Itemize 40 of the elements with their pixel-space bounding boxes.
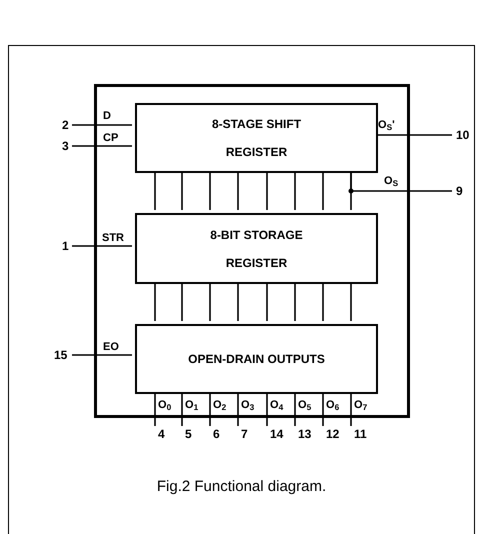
figure-caption: Fig.2 Functional diagram. [156,477,328,497]
signal-line [72,354,132,356]
pin-name: O$_{0}$ [158,398,172,412]
pin-number-text: 15 [53,347,68,363]
block-label: OPEN-DRAIN OUTPUTS [188,351,325,368]
pin-name: CP [103,131,118,145]
signal-line [72,245,132,247]
function-block [135,103,378,173]
pin-name: O$_{2}$ [213,398,226,412]
pin-number-text: 3 [61,138,69,154]
pin-number-text: 12 [325,426,340,442]
pin-name: O$_{S}$' [378,118,395,132]
pin-name: O$_{3}$ [241,398,254,412]
pin-number-text: 4 [157,426,165,442]
block-label: 8-BIT STORAGE REGISTER [209,226,304,272]
signal-line [72,124,132,126]
pin-number-text: 14 [269,426,284,442]
pin-number-text: 7 [240,426,248,442]
pin-number-text: 10 [455,127,470,143]
pin-number-text: 6 [212,426,220,442]
pin-name: O$_{6}$ [326,398,340,412]
pin-number-text: 5 [184,426,192,442]
pin-name: STR [102,231,124,245]
pin-name: D [103,109,111,123]
pin-number-text: 11 [353,426,367,442]
pin-name: O$_{1}$ [185,398,198,412]
pin-name: O$_{S}$ [384,174,398,188]
pin-name: EO [103,340,119,354]
pin-name: O$_{7}$ [354,398,368,412]
chip-outline [94,84,410,418]
pin-number-text: 1 [61,238,69,254]
pin-name: O$_{4}$ [270,398,284,412]
pin-number-text: 13 [297,426,312,442]
block-label: 8-STAGE SHIFT REGISTER [210,116,302,161]
pin-name: O$_{5}$ [298,398,312,412]
function-block [135,324,378,394]
function-block [135,213,378,284]
pin-number-text: 9 [455,183,463,199]
pin-number-text: 2 [61,117,69,133]
signal-line [72,145,132,147]
